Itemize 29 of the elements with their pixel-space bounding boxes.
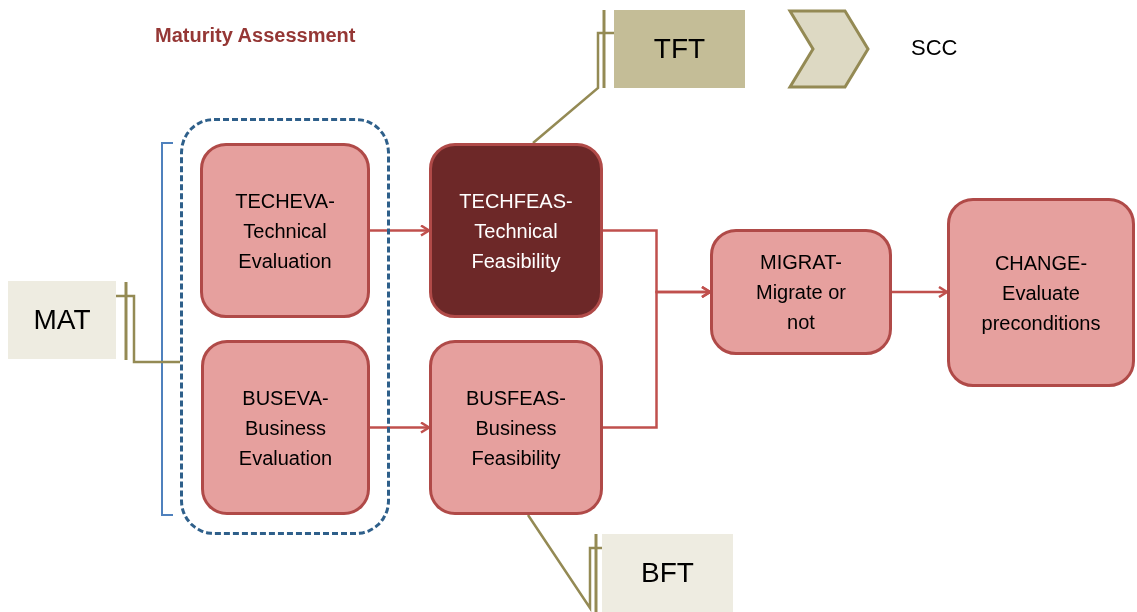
dashed-group-outline — [180, 118, 390, 535]
node-label: BUSEVA- Business Evaluation — [237, 385, 334, 471]
node-label: TECHFEAS- Technical Feasibility — [458, 188, 574, 274]
process-box — [429, 340, 603, 515]
process-box — [947, 198, 1135, 387]
arrow — [370, 224, 431, 237]
node-label: CHANGE- Evaluate preconditions — [980, 250, 1102, 336]
leader-line — [116, 294, 180, 364]
chevron-shape — [787, 8, 871, 90]
node-label: BUSFEAS- Business Feasibility — [465, 385, 567, 471]
callout-label: BFT — [640, 556, 695, 590]
callout-box — [8, 281, 116, 359]
node-label: MIGRAT- Migrate or not — [755, 250, 847, 335]
callout-box — [614, 10, 745, 88]
arrow — [370, 421, 431, 434]
leader-line — [526, 514, 602, 612]
diagram-title: Maturity Assessment — [155, 24, 356, 47]
process-box — [429, 143, 603, 318]
process-box — [200, 143, 370, 318]
side-label: SCC — [911, 35, 958, 61]
process-box — [710, 229, 892, 355]
arrow — [892, 285, 949, 299]
leader-line — [532, 31, 614, 144]
callout-label: TFT — [652, 32, 707, 66]
callout-label: MAT — [32, 303, 92, 337]
process-box — [201, 340, 370, 515]
node-label: TECHEVA- Technical Evaluation — [234, 188, 336, 274]
callout-box — [602, 534, 733, 612]
arrow — [603, 285, 712, 429]
